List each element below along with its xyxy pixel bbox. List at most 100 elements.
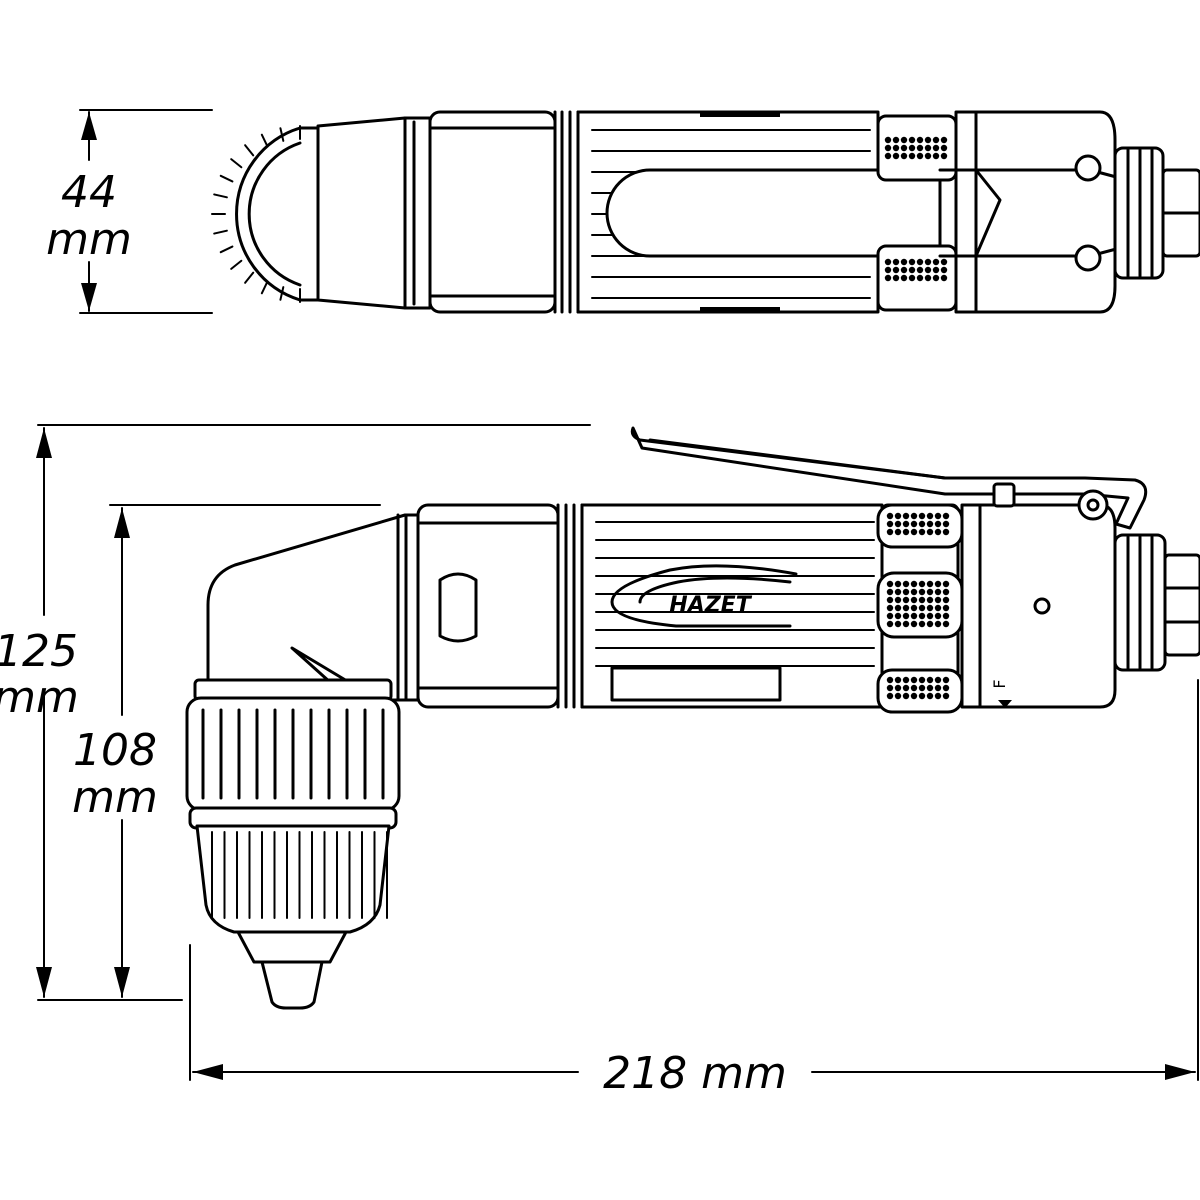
- grip-dot: [926, 604, 934, 612]
- ring-tick: [244, 144, 255, 157]
- grip-dot: [942, 580, 950, 588]
- grip-dot: [910, 604, 918, 612]
- dim-218-label: 218 mm: [603, 1048, 787, 1099]
- grip-dot: [902, 520, 910, 528]
- ring-tick: [219, 174, 234, 183]
- grip-dot: [886, 604, 894, 612]
- grip-dot: [886, 580, 894, 588]
- grip-dot: [924, 266, 932, 274]
- ring-tick: [219, 245, 234, 254]
- grip-dot: [902, 588, 910, 596]
- grip-dot: [932, 152, 940, 160]
- grip-dot: [942, 612, 950, 620]
- grip-dot: [926, 588, 934, 596]
- grip-dot: [894, 588, 902, 596]
- grip-dot: [942, 676, 950, 684]
- grip-dot: [894, 684, 902, 692]
- grip-dot: [902, 580, 910, 588]
- ring-tick: [230, 259, 243, 270]
- grip-dot: [892, 144, 900, 152]
- grip-dot: [894, 692, 902, 700]
- dim-108-unit: mm: [72, 772, 158, 823]
- grip-dot: [886, 692, 894, 700]
- grip-dot: [934, 520, 942, 528]
- brand-logo-text: HAZET: [669, 593, 752, 618]
- grip-dot: [892, 258, 900, 266]
- top-trigger-lever: [605, 168, 942, 258]
- grip-dot: [884, 258, 892, 266]
- dim-125-unit: mm: [0, 672, 79, 723]
- grip-dot: [908, 144, 916, 152]
- grip-dot: [886, 684, 894, 692]
- grip-dot: [918, 596, 926, 604]
- ring-tick: [260, 280, 269, 295]
- grip-dot: [932, 136, 940, 144]
- ring-tick: [213, 229, 228, 235]
- grip-dot: [916, 136, 924, 144]
- grip-dot: [942, 520, 950, 528]
- grip-dot: [924, 152, 932, 160]
- grip-dot: [918, 588, 926, 596]
- side-view: 125 mm 108 mm 218 mm: [0, 424, 1200, 1099]
- grip-dot: [924, 258, 932, 266]
- grip-dot: [942, 512, 950, 520]
- dim-125-value: 125: [0, 626, 78, 677]
- dim-44: 44 mm: [46, 109, 213, 314]
- grip-dot: [934, 596, 942, 604]
- grip-dot: [926, 580, 934, 588]
- grip-dot: [926, 620, 934, 628]
- grip-dot: [910, 684, 918, 692]
- ring-tick: [279, 127, 285, 142]
- grip-dot: [926, 596, 934, 604]
- grip-dot: [926, 684, 934, 692]
- grip-dot: [934, 684, 942, 692]
- grip-dot: [910, 676, 918, 684]
- grip-dot: [942, 620, 950, 628]
- grip-dot: [934, 528, 942, 536]
- grip-dot: [894, 676, 902, 684]
- grip-dot: [924, 136, 932, 144]
- grip-dot: [932, 144, 940, 152]
- grip-dot: [942, 692, 950, 700]
- grip-dot: [934, 604, 942, 612]
- top-chuck-ring: [211, 125, 322, 303]
- grip-dot: [926, 528, 934, 536]
- grip-dot: [940, 258, 948, 266]
- grip-dot: [902, 684, 910, 692]
- grip-dot: [900, 258, 908, 266]
- grip-dot: [886, 596, 894, 604]
- grip-dot: [908, 274, 916, 282]
- grip-dot: [894, 612, 902, 620]
- grip-dot: [918, 620, 926, 628]
- top-grip-pads: [876, 114, 958, 312]
- grip-dot: [892, 274, 900, 282]
- dim-125: 125 mm: [0, 424, 591, 1001]
- grip-dot: [918, 604, 926, 612]
- grip-dot: [910, 512, 918, 520]
- grip-dot: [908, 136, 916, 144]
- grip-dot: [934, 588, 942, 596]
- grip-dot: [918, 512, 926, 520]
- grip-dot: [892, 152, 900, 160]
- grip-dot: [902, 620, 910, 628]
- top-rear-body: [954, 110, 1117, 314]
- grip-dot: [900, 136, 908, 144]
- grip-dot: [916, 258, 924, 266]
- grip-dot: [924, 274, 932, 282]
- grip-dot: [934, 612, 942, 620]
- grip-dot: [916, 144, 924, 152]
- grip-dot: [884, 152, 892, 160]
- dim-44-unit: mm: [46, 214, 132, 265]
- dim-44-value: 44: [61, 167, 117, 218]
- grip-dot: [916, 266, 924, 274]
- grip-dot: [884, 274, 892, 282]
- grip-dot: [934, 676, 942, 684]
- brand-logo: HAZET: [610, 564, 798, 628]
- grip-dot: [942, 596, 950, 604]
- top-collar: [428, 110, 557, 314]
- grip-dot: [918, 676, 926, 684]
- grip-dot: [900, 274, 908, 282]
- grip-dot: [918, 580, 926, 588]
- ring-tick: [279, 286, 285, 301]
